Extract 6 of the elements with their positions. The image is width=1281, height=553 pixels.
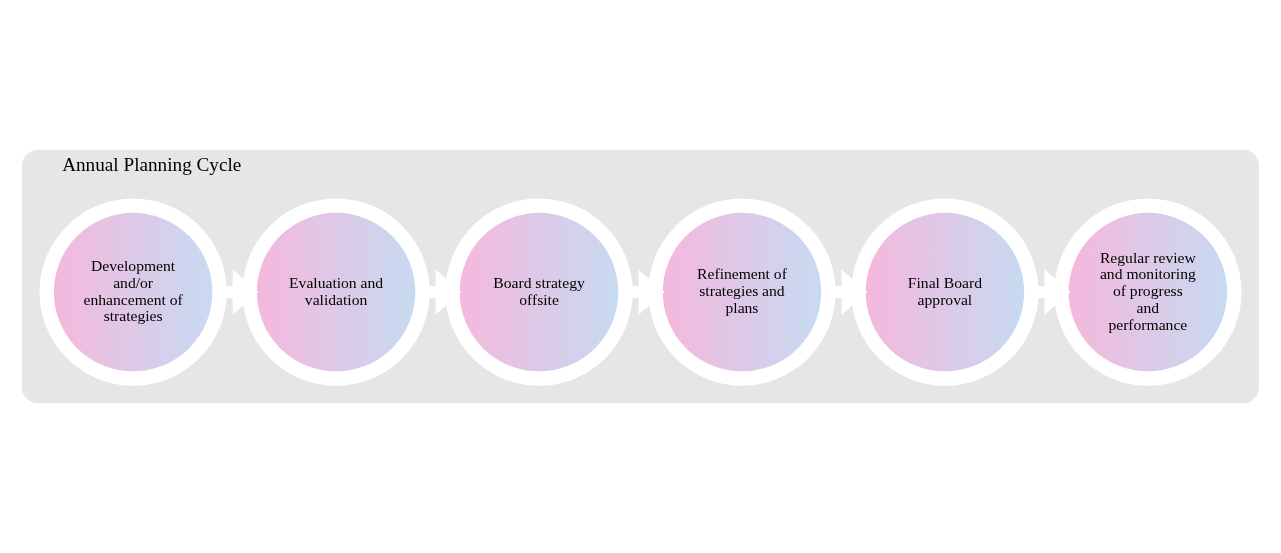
node-circle: Evaluation and validation <box>242 198 430 386</box>
node-circle: Regular review and monitoring of progress and performance <box>1054 198 1242 386</box>
node-circle: Board strategy offsite <box>445 198 633 386</box>
node-circle: Development and/or enhancement of strategies <box>39 198 227 386</box>
node-circle: Final Board approval <box>851 198 1039 386</box>
node-circle: Refinement of strategies and plans <box>648 198 836 386</box>
